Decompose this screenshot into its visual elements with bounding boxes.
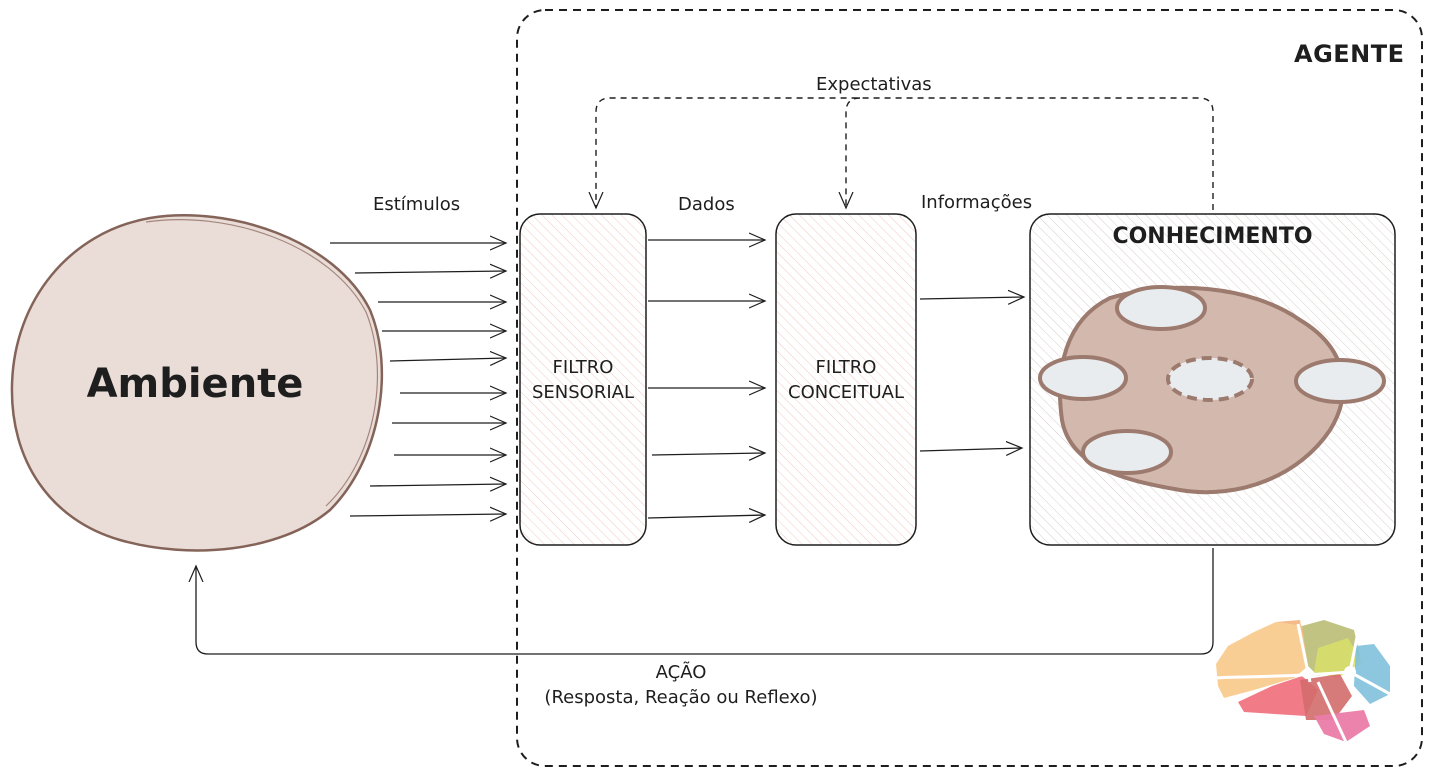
information-arrows (919, 297, 1024, 451)
information-label: Informações (921, 192, 1033, 213)
sensory-filter-box (519, 213, 647, 546)
knowledge-node (1038, 355, 1128, 401)
data-arrow (651, 453, 765, 455)
sensory-filter-line2: SENSORIAL (531, 382, 634, 403)
knowledge-node (1081, 429, 1173, 475)
stimuli-arrows (330, 243, 506, 516)
brain-logo-icon (1213, 620, 1391, 743)
conceptual-filter-box (775, 213, 917, 546)
sensory-filter-line1: FILTRO (552, 357, 614, 378)
conceptual-filter-line2: CONCEITUAL (788, 382, 904, 403)
data-arrow (647, 515, 765, 518)
agent-boundary (516, 9, 1423, 767)
knowledge-title: CONHECIMENTO (1112, 224, 1313, 249)
stimuli-label: Estímulos (373, 194, 461, 215)
stimulus-arrow (354, 271, 506, 273)
stimulus-arrow (369, 484, 506, 486)
data-label: Dados (678, 194, 735, 215)
conceptual-filter-label: FILTRO CONCEITUAL (776, 355, 916, 405)
information-arrow (919, 297, 1024, 299)
sensory-filter-label: FILTRO SENSORIAL (520, 355, 646, 405)
action-arrow (196, 548, 1214, 655)
stimulus-arrow (389, 358, 506, 361)
action-line2: (Resposta, Reação ou Reflexo) (544, 687, 818, 708)
environment-label: Ambiente (86, 361, 304, 407)
agent-label: AGENTE (1294, 40, 1405, 68)
knowledge-nodes (1038, 285, 1386, 475)
knowledge-node (1115, 285, 1207, 331)
conceptual-filter-line1: FILTRO (815, 357, 877, 378)
data-arrows (647, 240, 765, 518)
expectations-label: Expectativas (816, 74, 932, 95)
knowledge-node (1294, 358, 1386, 404)
action-label: AÇÃO (Resposta, Reação ou Reflexo) (531, 660, 831, 710)
environment-blob (10, 214, 384, 552)
information-arrow (919, 448, 1022, 451)
expectations-feedback (596, 97, 1214, 210)
knowledge-node-dashed (1166, 356, 1254, 402)
stimulus-arrow (349, 514, 506, 516)
action-line1: AÇÃO (655, 662, 707, 683)
